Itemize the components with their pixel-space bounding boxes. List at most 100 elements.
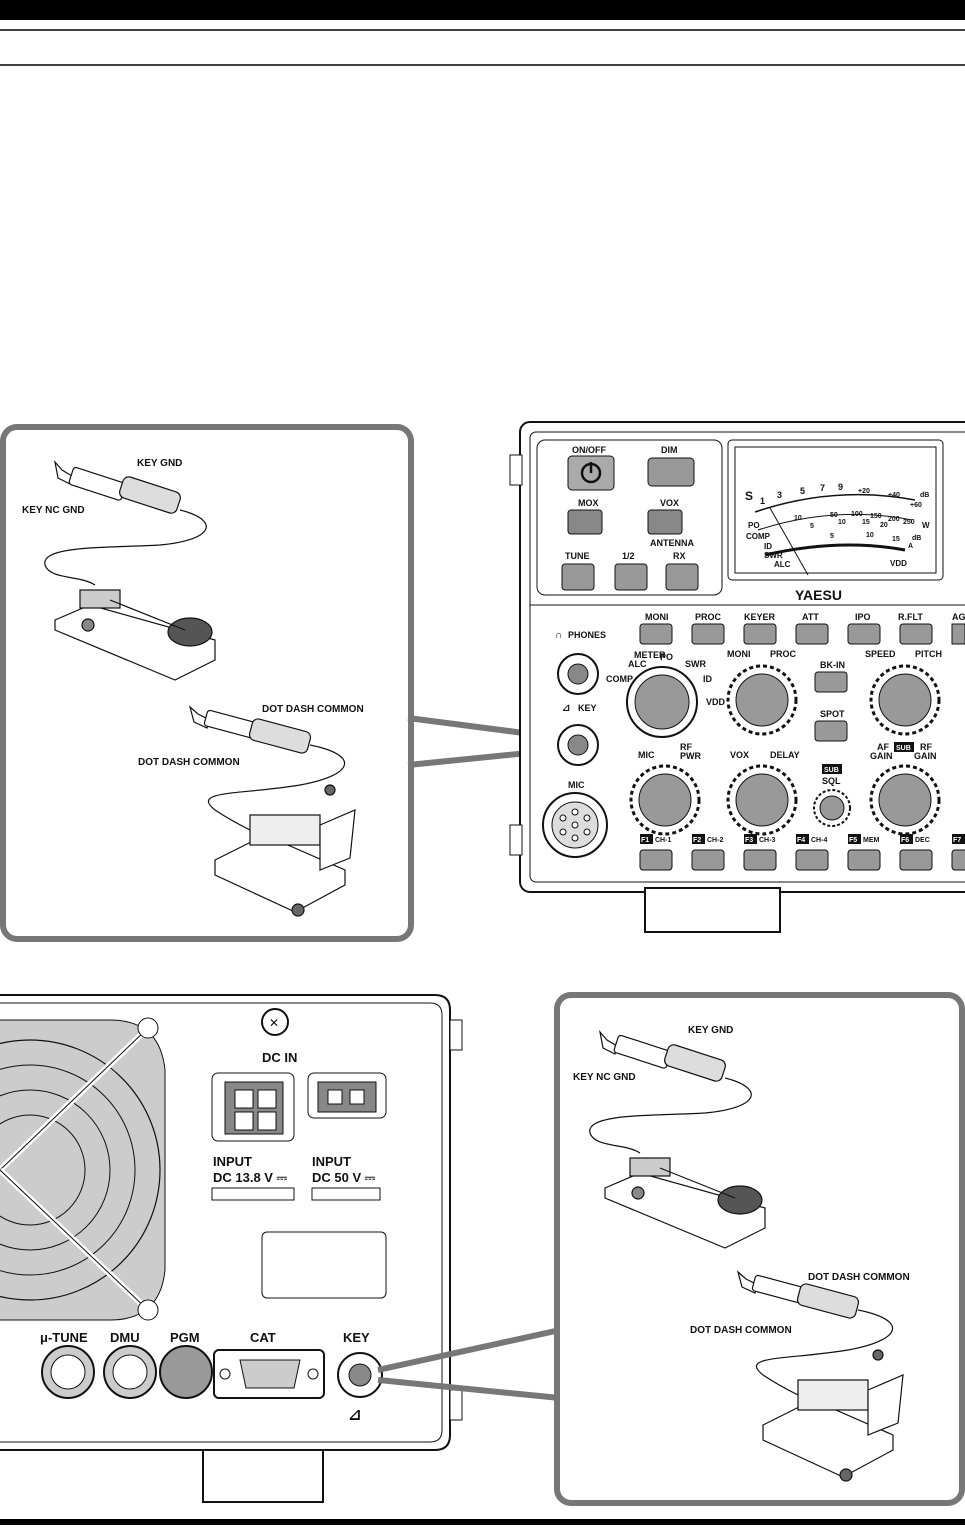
vox-button[interactable]: [647, 509, 683, 535]
tune-label: TUNE: [565, 551, 590, 561]
svg-text:+60: +60: [910, 502, 922, 509]
svg-text:METER: METER: [634, 650, 666, 660]
ant-12-label: 1/2: [622, 551, 635, 561]
f-button[interactable]: [847, 849, 881, 871]
ipo-button[interactable]: [847, 623, 881, 645]
paddle-plug-2: [736, 1270, 893, 1396]
svg-text:✕: ✕: [269, 1016, 279, 1030]
f-button[interactable]: [691, 849, 725, 871]
svg-text:PROC: PROC: [770, 649, 797, 659]
svg-text:SPEED: SPEED: [865, 649, 896, 659]
sub-badge-sql: [822, 764, 842, 774]
svg-text:15: 15: [862, 519, 870, 526]
f-badge: [848, 834, 861, 844]
key-symbol-icon: ⊿: [348, 1407, 361, 1424]
rear-callout-leader: [377, 1327, 561, 1401]
agc-button[interactable]: [951, 623, 965, 645]
svg-text:KEYER: KEYER: [744, 612, 776, 622]
rear-foot: [202, 1449, 324, 1503]
mu-tune-label: μ-TUNE: [40, 1330, 88, 1345]
input-13v-label: DC 13.8 V ⎓: [213, 1170, 288, 1185]
svg-text:BK-IN: BK-IN: [820, 660, 845, 670]
mic-label: MIC: [568, 780, 585, 790]
paddle-key: [214, 784, 356, 917]
svg-text:SUB: SUB: [824, 767, 839, 774]
f-button-label: CH-1: [655, 837, 671, 844]
svg-text:VDD: VDD: [890, 559, 907, 568]
mox-button[interactable]: [567, 509, 603, 535]
svg-text:50: 50: [830, 512, 838, 519]
front-keys-callout: KEY GND KEY NC GND DOT DASH COMMON DOT D…: [0, 424, 414, 942]
rear-keys-frame: [554, 992, 965, 1506]
fan-grille: [0, 1017, 166, 1321]
f-badge-label: F4: [797, 837, 805, 844]
svg-text:PROC: PROC: [695, 612, 722, 622]
f-badge-label: F7: [953, 837, 961, 844]
svg-text:10: 10: [794, 515, 802, 522]
svg-text:SUB: SUB: [896, 745, 911, 752]
svg-text:200: 200: [888, 516, 900, 523]
pgm-connector[interactable]: [159, 1345, 213, 1399]
straight-key-plug: [44, 459, 207, 586]
svg-text:ALC: ALC: [774, 560, 791, 569]
f-button[interactable]: [795, 849, 829, 871]
svg-text:PO: PO: [660, 652, 673, 662]
meter-s-label: S: [745, 489, 753, 503]
svg-text:5: 5: [810, 523, 814, 530]
brand-label: YAESU: [795, 587, 842, 603]
svg-text:100: 100: [851, 511, 863, 518]
rflt-button[interactable]: [899, 623, 933, 645]
front-keys-frame: [0, 424, 414, 942]
svg-text:150: 150: [870, 513, 882, 520]
svg-text:ATT: ATT: [802, 612, 819, 622]
dmu-label: DMU: [110, 1330, 140, 1345]
svg-text:COMP: COMP: [606, 674, 633, 684]
svg-text:dB: dB: [920, 492, 929, 499]
f-badge: [796, 834, 809, 844]
f-button[interactable]: [639, 849, 673, 871]
svg-text:SPOT: SPOT: [820, 709, 845, 719]
tune-button[interactable]: [561, 563, 595, 591]
f-button[interactable]: [743, 849, 777, 871]
screw-icon: [261, 1008, 289, 1036]
att-button[interactable]: [795, 623, 829, 645]
dim-button[interactable]: [647, 457, 695, 487]
svg-text:+20: +20: [858, 488, 870, 495]
svg-text:ID: ID: [764, 542, 772, 551]
svg-text:W: W: [922, 521, 930, 530]
proc-button[interactable]: [691, 623, 725, 645]
spot-button[interactable]: [814, 720, 848, 742]
svg-text:SQL: SQL: [822, 776, 841, 786]
sub-badge-af: [894, 742, 914, 752]
svg-text:PO: PO: [748, 521, 760, 530]
f-button[interactable]: [899, 849, 933, 871]
svg-text:7: 7: [820, 483, 825, 493]
svg-text:RF: RF: [920, 742, 932, 752]
ant-12-button[interactable]: [614, 563, 648, 591]
f-badge-label: F5: [849, 837, 857, 844]
moni-button[interactable]: [639, 623, 673, 645]
f-button-label: DEC: [915, 837, 930, 844]
rx-button[interactable]: [665, 563, 699, 591]
svg-text:INPUT: INPUT: [213, 1154, 252, 1169]
on-off-label: ON/OFF: [572, 445, 606, 455]
key-jack-label: KEY: [578, 703, 597, 713]
key-plug-bottom-tip-labels: KEY GND: [688, 1025, 733, 1036]
keyer-button[interactable]: [743, 623, 777, 645]
dim-label: DIM: [661, 445, 678, 455]
f-badge: [640, 834, 653, 844]
f-badge-label: F2: [693, 837, 701, 844]
bk-in-button[interactable]: [814, 671, 848, 693]
svg-text:MIC: MIC: [638, 750, 655, 760]
f-badge: [744, 834, 757, 844]
f-button[interactable]: [951, 849, 965, 871]
front-foot: [644, 887, 781, 933]
paddle-key-2: [762, 1349, 904, 1482]
svg-text:AG: AG: [952, 612, 965, 622]
svg-text:ID: ID: [703, 674, 713, 684]
svg-text:5: 5: [800, 486, 805, 496]
f-badge: [692, 834, 705, 844]
header-bar: [0, 0, 965, 20]
